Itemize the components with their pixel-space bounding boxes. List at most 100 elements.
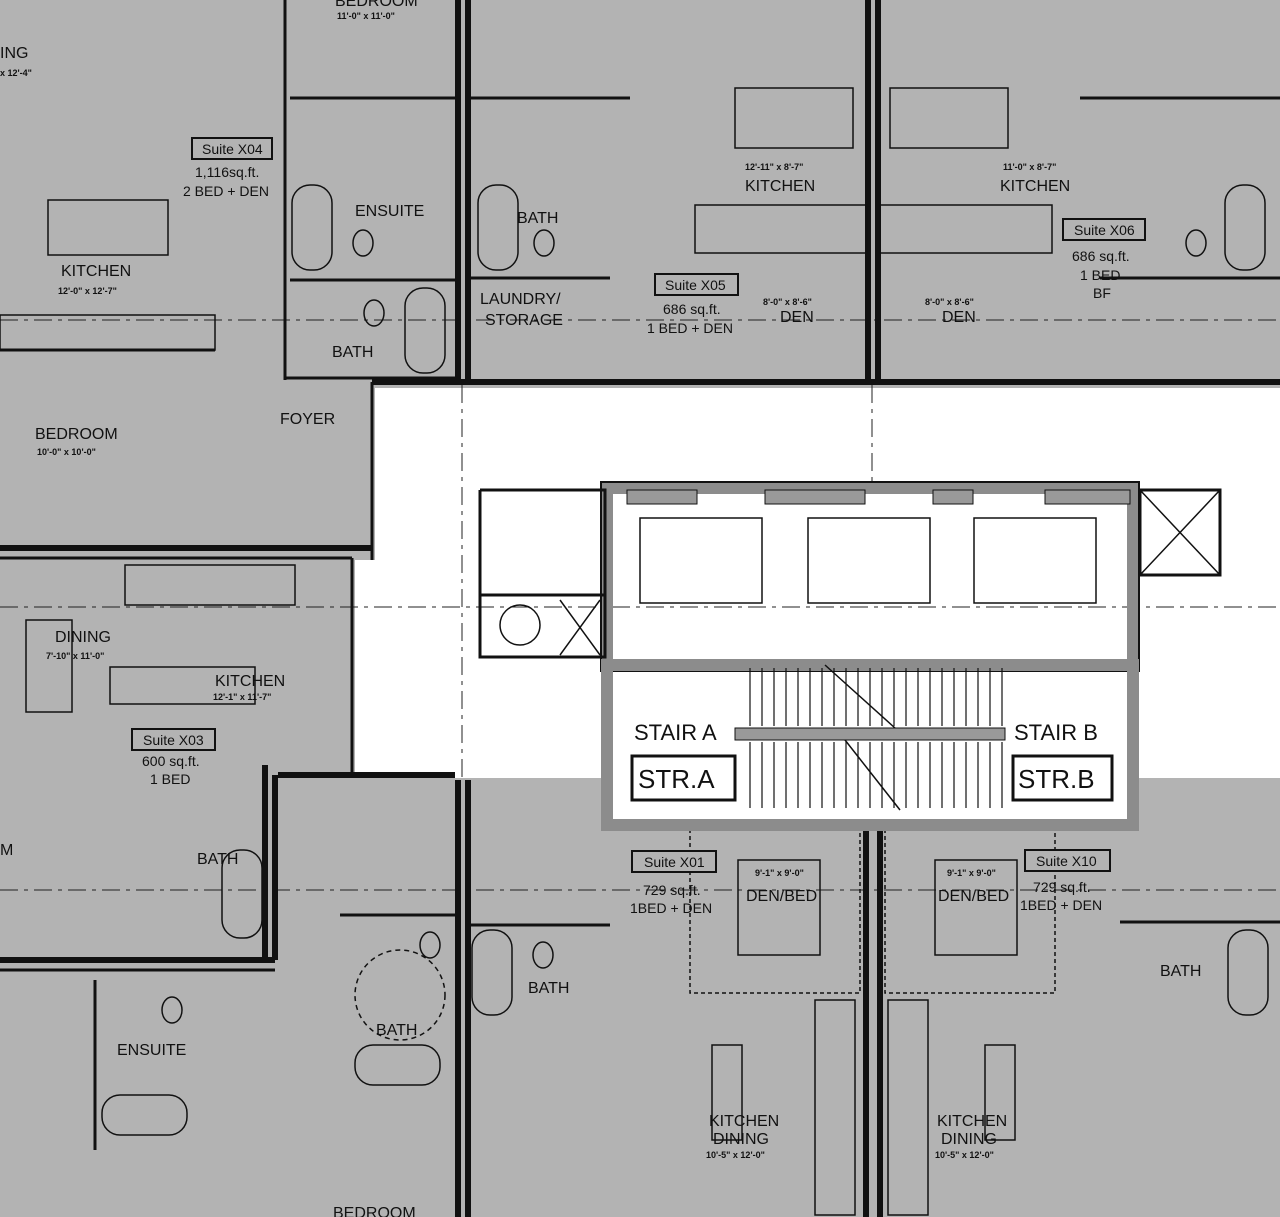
suite-type: 1BED + DEN	[1020, 897, 1102, 913]
suite-name: Suite X01	[644, 854, 705, 870]
stair-label: STAIR B	[1014, 720, 1098, 745]
suite-name: Suite X10	[1036, 853, 1097, 869]
dimension-label: 9'-1" x 9'-0"	[755, 868, 804, 878]
stair-b-tag	[1011, 754, 1114, 802]
suite-name: Suite X05	[665, 277, 726, 293]
room-label: ENSUITE	[355, 203, 424, 220]
room-label: BEDROOM	[335, 0, 418, 10]
bathtub-icon	[477, 184, 519, 271]
suite-tag	[1024, 849, 1111, 872]
dimension-label: 11'-0" x 11'-0"	[337, 11, 395, 21]
room-label: BATH	[197, 851, 238, 868]
kitchen-island	[109, 666, 256, 705]
turning-circle	[354, 949, 446, 1041]
bathtub-icon	[101, 1094, 188, 1136]
bathtub-icon	[404, 287, 446, 374]
room-label: ENSUITE	[117, 1042, 186, 1059]
toilet-icon	[532, 941, 554, 969]
den-bed	[934, 859, 1018, 956]
room-label: BATH	[376, 1022, 417, 1039]
room-label: DEN	[942, 309, 976, 326]
elevator-car	[807, 517, 931, 604]
shaft	[1138, 488, 1222, 577]
stair-core	[601, 659, 1139, 831]
kitchen-island	[984, 1044, 1016, 1141]
elevator-car	[639, 517, 763, 604]
fixtures	[0, 87, 1269, 1216]
toilet-icon	[363, 299, 385, 327]
room-label: LAUNDRY/	[480, 291, 561, 308]
suite-tag	[631, 850, 717, 873]
labels: ING x 12'-4" BEDROOM 11'-0" x 11'-0" Sui…	[0, 0, 1201, 1217]
dimension-label: 7'-10" x 11'-0"	[46, 651, 104, 661]
room-label: KITCHEN	[61, 263, 131, 280]
suite-area: 686 sq.ft.	[1072, 248, 1130, 264]
suite-tag	[1062, 218, 1146, 241]
room-label: DINING	[713, 1131, 769, 1148]
room-label: BATH	[517, 210, 558, 227]
suite-area: 1,116sq.ft.	[195, 164, 259, 180]
room-label: BEDROOM	[333, 1205, 416, 1217]
suite-type: 1BED + DEN	[630, 900, 712, 916]
dimension-label: 12'-1" x 11'-7"	[213, 692, 271, 702]
suite-type: 1 BED	[1080, 267, 1120, 283]
dimension-label: 10'-5" x 12'-0"	[706, 1150, 765, 1160]
room-label: M	[0, 842, 13, 859]
suite-area: 729 sq.ft.	[643, 882, 701, 898]
room-label: BATH	[332, 344, 373, 361]
dimension-label: 12'-0" x 12'-7"	[58, 286, 117, 296]
room-label: STORAGE	[485, 312, 563, 329]
dimension-label: 12'-11" x 8'-7"	[745, 162, 803, 172]
bathtub-icon	[471, 929, 513, 1016]
room-label: KITCHEN	[215, 673, 285, 690]
room-label: DEN/BED	[746, 888, 817, 905]
kitchen-counter	[814, 999, 856, 1216]
bathtub-icon	[1224, 184, 1266, 271]
room-label: FOYER	[280, 411, 335, 428]
suite-note: BF	[1093, 285, 1111, 301]
toilet-icon	[352, 229, 374, 257]
room-label: DINING	[55, 629, 111, 646]
kitchen-counter	[124, 564, 296, 606]
bathtub-icon	[1227, 929, 1269, 1016]
bathtub-icon	[291, 184, 333, 271]
room-label: KITCHEN	[1000, 178, 1070, 195]
suite-area: 686 sq.ft.	[663, 301, 721, 317]
suite-type: 1 BED	[150, 771, 190, 787]
suite-type: 2 BED + DEN	[183, 183, 269, 199]
room-label: BATH	[1160, 963, 1201, 980]
bathtub-icon	[354, 1044, 441, 1086]
suite-tag	[131, 728, 216, 751]
kitchen-counter	[0, 314, 216, 351]
suite-area: 729 sq.ft.	[1033, 879, 1091, 895]
dimension-label: 8'-0" x 8'-6"	[925, 297, 974, 307]
stair-a-tag	[630, 754, 737, 802]
toilet-icon	[161, 996, 183, 1024]
kitchen-counter	[694, 204, 868, 254]
toilet-icon	[533, 229, 555, 257]
suite-tag	[654, 273, 739, 296]
kitchen-island	[734, 87, 854, 149]
den-bed	[737, 859, 821, 956]
kitchen-counter	[887, 999, 929, 1216]
dimension-label: 10'-0" x 10'-0"	[37, 447, 96, 457]
dimension-label: 9'-1" x 9'-0"	[947, 868, 996, 878]
room-label: DEN/BED	[938, 888, 1009, 905]
room-label: KITCHEN	[709, 1113, 779, 1130]
stair-label: STAIR A	[634, 720, 717, 745]
suite-tag	[191, 137, 273, 160]
kitchen-counter	[879, 204, 1053, 254]
kitchen-island	[889, 87, 1009, 149]
room-label: KITCHEN	[937, 1113, 1007, 1130]
suite-name: Suite X04	[202, 141, 263, 157]
dimension-label: 8'-0" x 8'-6"	[763, 297, 812, 307]
toilet-icon	[419, 931, 441, 959]
suite-name: Suite X03	[143, 732, 204, 748]
elevator-car	[973, 517, 1097, 604]
dimension-label: 10'-5" x 12'-0"	[935, 1150, 994, 1160]
suite-name: Suite X06	[1074, 222, 1135, 238]
suite-type: 1 BED + DEN	[647, 320, 733, 336]
room-label: DEN	[780, 309, 814, 326]
